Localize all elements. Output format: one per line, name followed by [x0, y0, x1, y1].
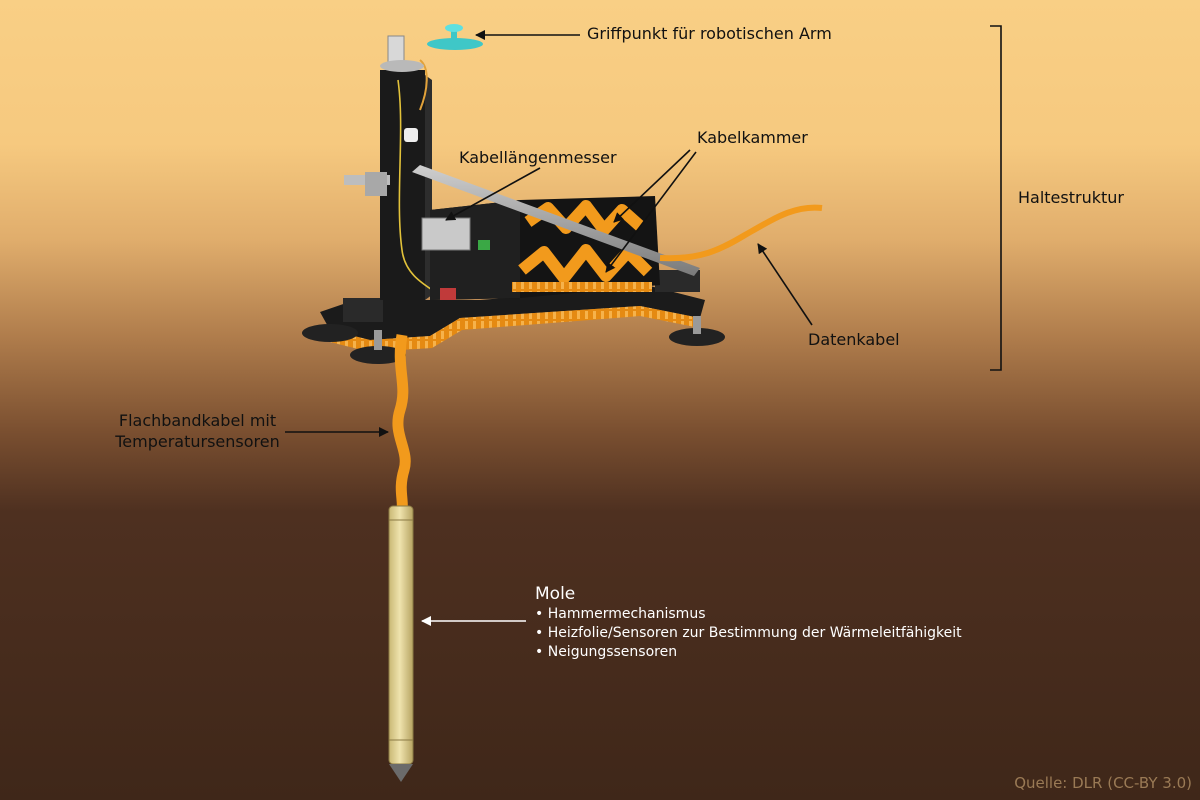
mole-title: Mole — [535, 584, 576, 604]
kabelkammer-arrow-2 — [605, 151, 697, 273]
datenkabel-arrow — [757, 243, 813, 326]
label-kabelkammer: Kabelkammer — [697, 128, 808, 147]
label-haltestruktur: Haltestruktur — [1018, 188, 1124, 207]
label-kabellaengenmesser: Kabellängenmesser — [459, 148, 617, 167]
mole-description: Mole Hammermechanismus Heizfolie/Sensore… — [535, 583, 962, 662]
mole-feature-item: Neigungssensoren — [535, 643, 962, 662]
label-datenkabel: Datenkabel — [808, 330, 900, 349]
label-flachbandkabel-line2: Temperatursensoren — [115, 432, 280, 451]
mole-feature-list: Hammermechanismus Heizfolie/Sensoren zur… — [535, 605, 962, 662]
haltestruktur-bracket — [990, 25, 1002, 371]
mole-probe — [388, 505, 414, 782]
source-credit: Quelle: DLR (CC-BY 3.0) — [1014, 774, 1192, 792]
mole-feature-item: Heizfolie/Sensoren zur Bestimmung der Wä… — [535, 624, 962, 643]
mole-feature-item: Hammermechanismus — [535, 605, 962, 624]
label-flachbandkabel-line1: Flachbandkabel mit — [118, 411, 277, 430]
label-flachbandkabel: Flachbandkabel mit Temperatursensoren — [60, 410, 335, 452]
support-structure — [302, 24, 823, 364]
kabelkammer-arrow-1 — [613, 149, 691, 223]
kabellaengenmesser-arrow — [445, 167, 541, 221]
label-griffpunkt: Griffpunkt für robotischen Arm — [587, 24, 832, 43]
flat-ribbon-cable — [392, 334, 411, 513]
